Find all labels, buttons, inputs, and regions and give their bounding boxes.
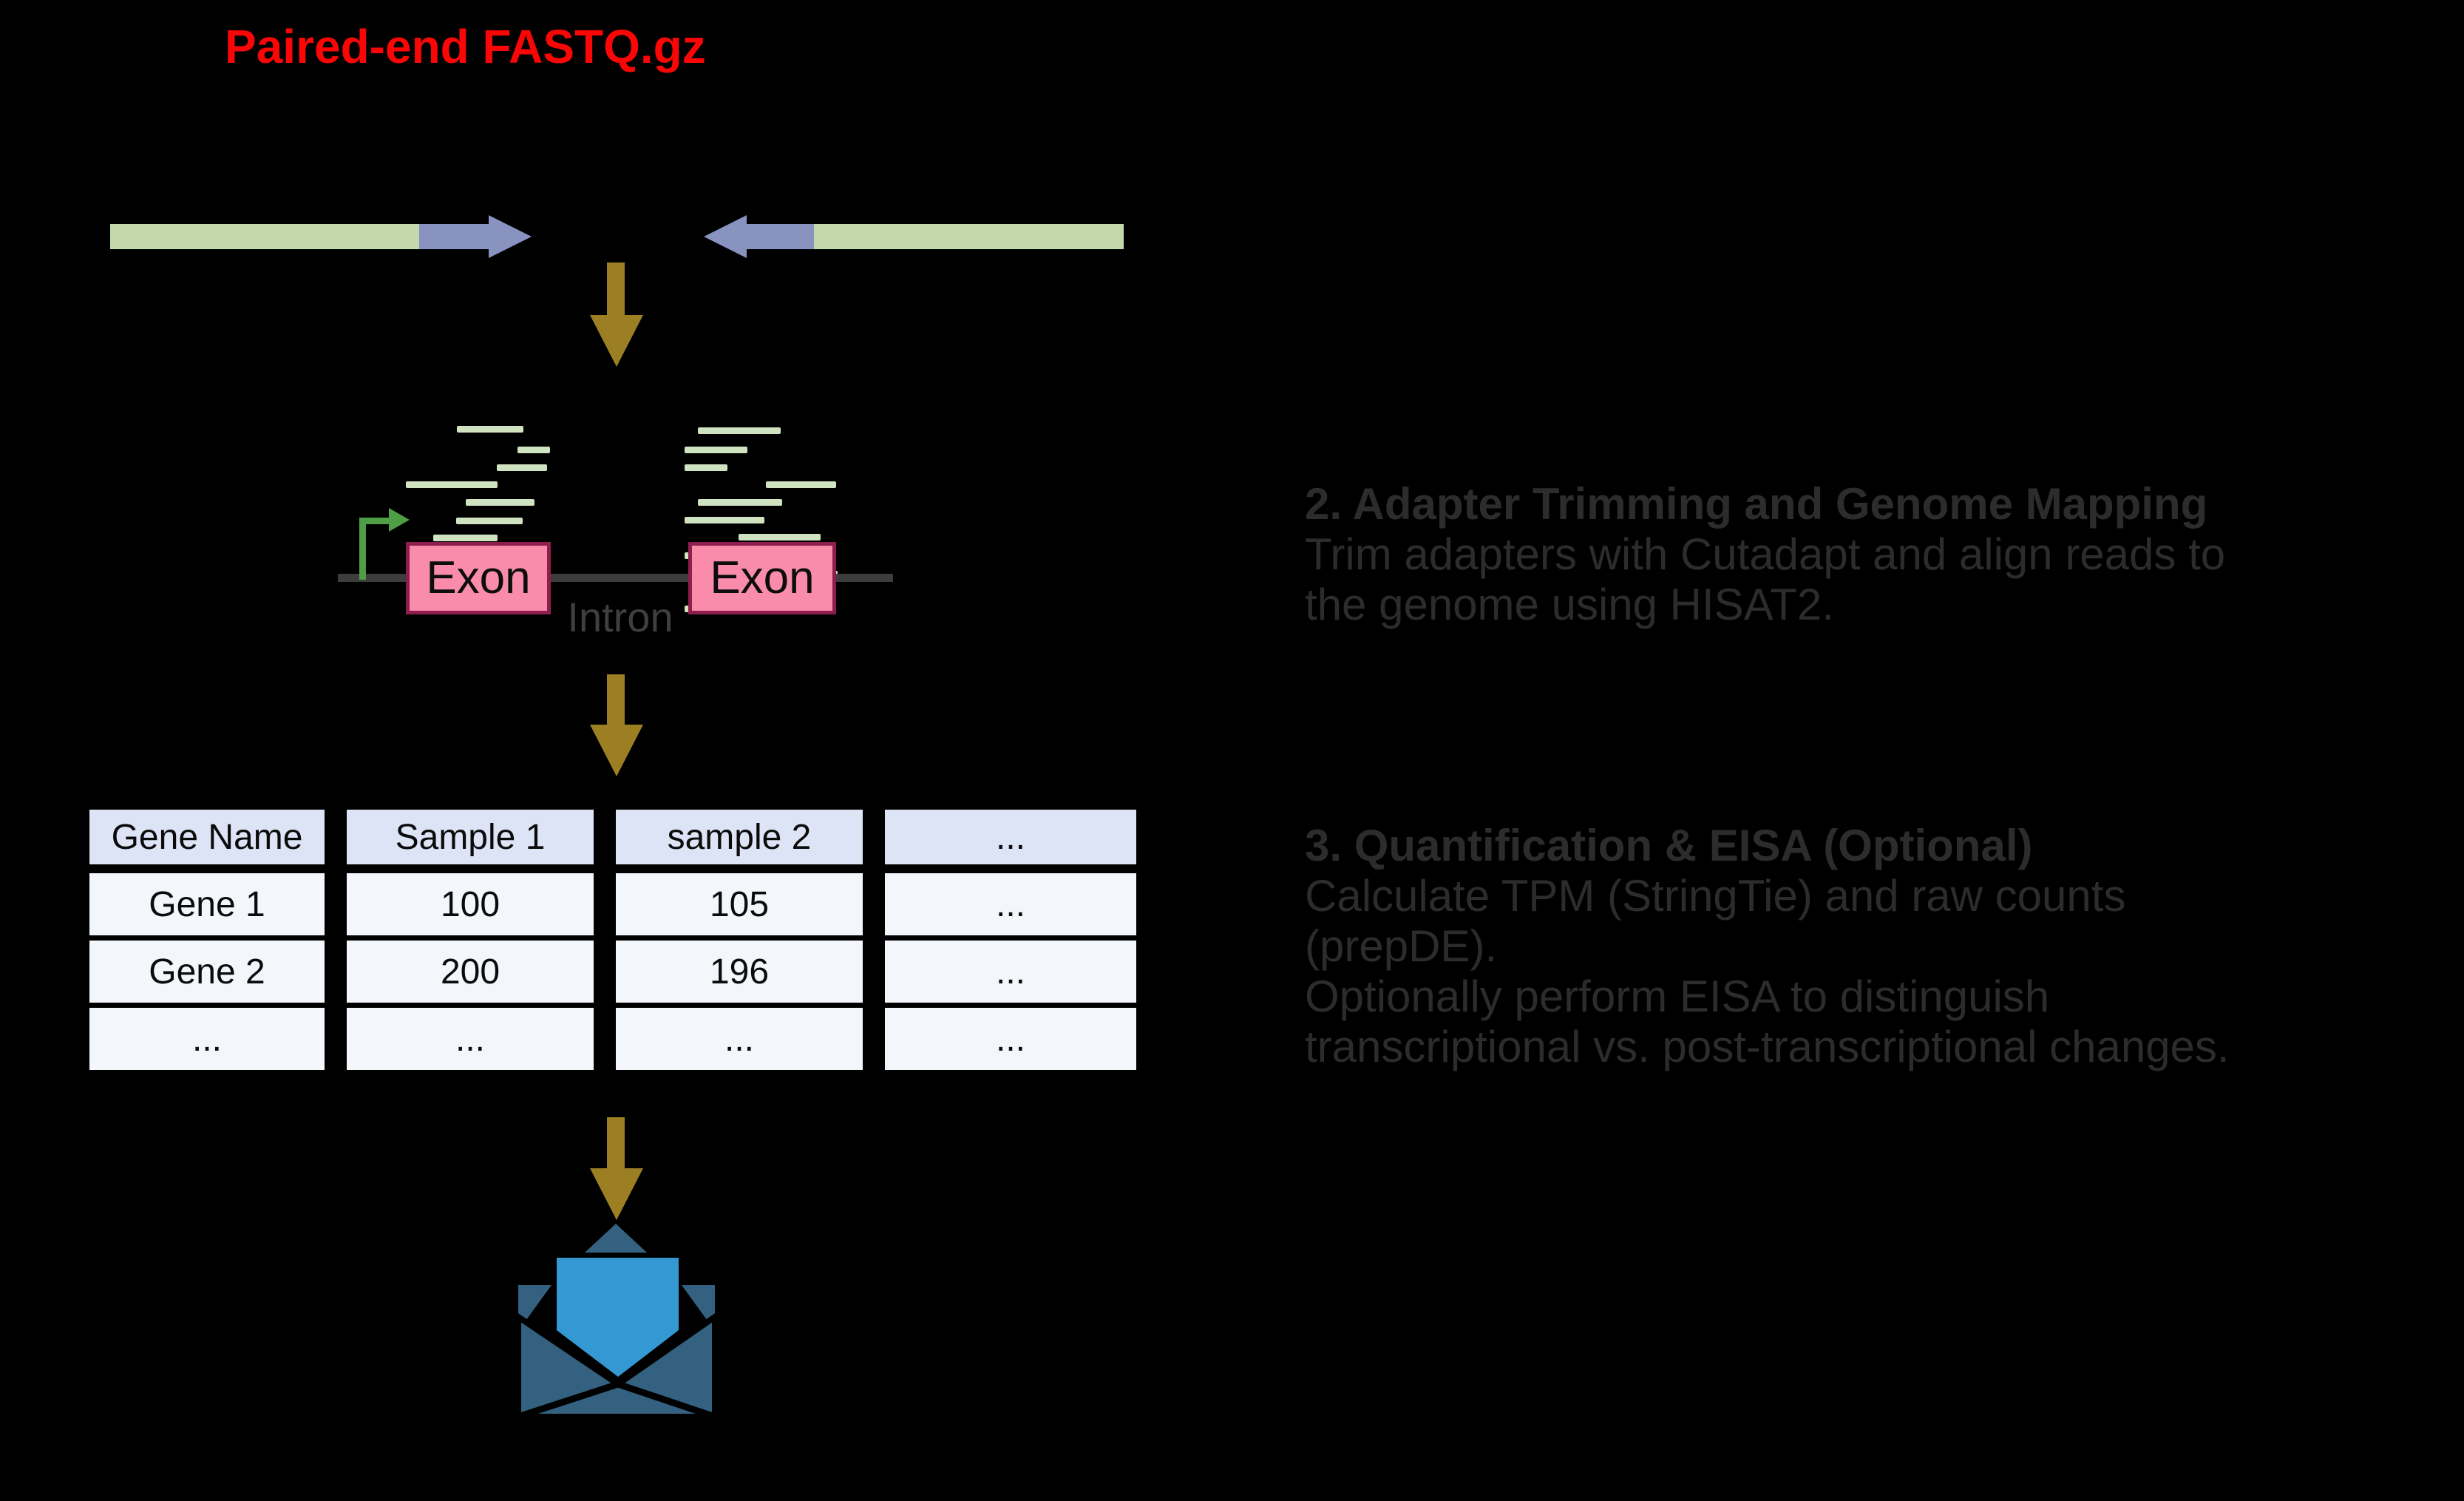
step-3-text: 3. Quantification & EISA (Optional) Calc… bbox=[1305, 821, 2230, 1072]
table-cell: ... bbox=[347, 1008, 594, 1070]
arrow-head bbox=[590, 1168, 643, 1220]
table-row: ... ... ... ... bbox=[89, 1008, 1136, 1070]
table-cell: 196 bbox=[616, 941, 863, 1003]
exon-box-right: Exon bbox=[688, 542, 836, 614]
table-cell: 100 bbox=[347, 873, 594, 935]
aligned-read bbox=[739, 534, 821, 541]
aligned-read bbox=[685, 464, 727, 471]
arrow-shaft bbox=[607, 1117, 625, 1169]
aligned-read bbox=[433, 535, 498, 541]
read1-adapter-bar bbox=[419, 224, 489, 249]
arrow-head bbox=[590, 725, 643, 776]
read2-insert-bar bbox=[814, 224, 1124, 249]
table-cell: Gene 1 bbox=[89, 873, 325, 935]
table-cell: ... bbox=[885, 1008, 1136, 1070]
envelope-fold-lines bbox=[517, 1380, 716, 1420]
aligned-read bbox=[406, 481, 498, 488]
open-envelope-icon bbox=[515, 1224, 718, 1420]
table-row: Gene 2 200 196 ... bbox=[89, 941, 1136, 1003]
gene-line bbox=[338, 574, 893, 582]
promoter-arrow-icon bbox=[359, 518, 389, 524]
arrow-head bbox=[590, 315, 643, 367]
table-cell: Gene 2 bbox=[89, 941, 325, 1003]
table-header-cell: ... bbox=[885, 810, 1136, 864]
table-header-cell: Gene Name bbox=[89, 810, 325, 864]
aligned-read bbox=[685, 447, 747, 453]
step-2-heading: 2. Adapter Trimming and Genome Mapping bbox=[1305, 479, 2208, 529]
promoter-arrow-icon bbox=[359, 518, 366, 580]
letter bbox=[557, 1258, 679, 1377]
table-row: Gene 1 100 105 ... bbox=[89, 873, 1136, 935]
promoter-arrowhead-icon bbox=[389, 508, 410, 532]
read2-arrowhead-icon bbox=[704, 215, 747, 258]
step-3-line: Optionally perform EISA to distinguish bbox=[1305, 972, 2050, 1021]
aligned-read bbox=[497, 464, 547, 471]
step-2-line: the genome using HISAT2. bbox=[1305, 580, 1834, 629]
table-cell: ... bbox=[616, 1008, 863, 1070]
envelope-top-flap bbox=[585, 1224, 647, 1253]
exon-box-left: Exon bbox=[406, 542, 551, 614]
table-header-cell: Sample 1 bbox=[347, 810, 594, 864]
counts-table: Gene Name Sample 1 sample 2 ... Gene 1 1… bbox=[89, 810, 1136, 1070]
table-header-cell: sample 2 bbox=[616, 810, 863, 864]
arrow-shaft bbox=[607, 674, 625, 725]
table-header-row: Gene Name Sample 1 sample 2 ... bbox=[89, 810, 1136, 864]
aligned-read bbox=[685, 517, 764, 524]
page-title: Paired-end FASTQ.gz bbox=[225, 20, 706, 73]
step-3-line: Calculate TPM (StringTie) and raw counts bbox=[1305, 871, 2126, 921]
table-cell: 200 bbox=[347, 941, 594, 1003]
step-2-text: 2. Adapter Trimming and Genome Mapping T… bbox=[1305, 479, 2225, 630]
table-cell: ... bbox=[885, 873, 1136, 935]
table-cell: ... bbox=[885, 941, 1136, 1003]
envelope-body bbox=[515, 1311, 718, 1420]
step-3-heading: 3. Quantification & EISA (Optional) bbox=[1305, 821, 2033, 870]
step-3-line: transcriptional vs. post-transcriptional… bbox=[1305, 1022, 2230, 1071]
intron-label: Intron bbox=[567, 594, 673, 640]
read1-insert-bar bbox=[110, 224, 419, 249]
read1-arrowhead-icon bbox=[489, 215, 532, 258]
aligned-read bbox=[766, 481, 836, 488]
aligned-read bbox=[698, 427, 781, 434]
step-2-line: Trim adapters with Cutadapt and align re… bbox=[1305, 529, 2226, 579]
step-3-line: (prepDE). bbox=[1305, 921, 1498, 971]
table-cell: ... bbox=[89, 1008, 325, 1070]
aligned-read bbox=[698, 499, 782, 506]
arrow-shaft bbox=[607, 262, 625, 316]
aligned-read bbox=[466, 499, 534, 506]
read2-adapter-bar bbox=[747, 224, 814, 249]
aligned-read bbox=[457, 426, 523, 433]
table-cell: 105 bbox=[616, 873, 863, 935]
aligned-read bbox=[456, 518, 523, 524]
aligned-read bbox=[517, 447, 550, 453]
